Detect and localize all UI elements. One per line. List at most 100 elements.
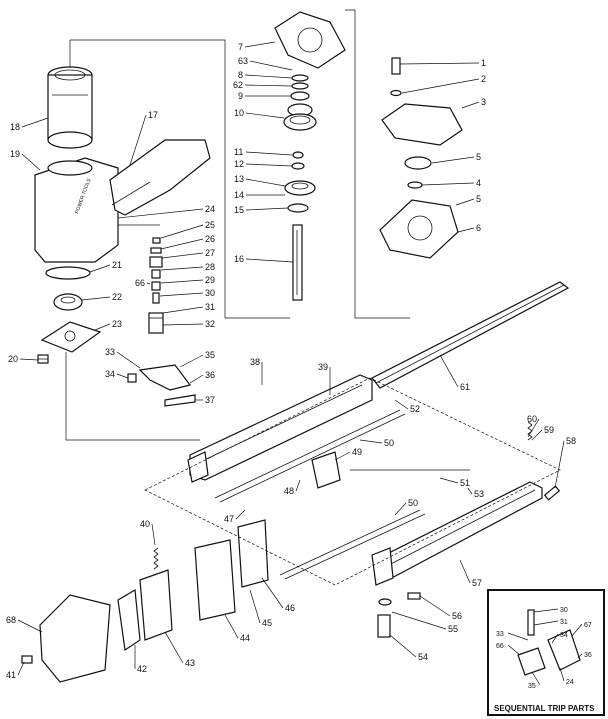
inset-callout-i24: 24 — [566, 679, 574, 686]
leader-p10 — [245, 112, 285, 119]
leader-p27 — [161, 252, 204, 259]
callout-p14: 14 — [234, 190, 244, 200]
leader-p20 — [19, 358, 39, 361]
leader-p34 — [116, 373, 129, 379]
leader-p36 — [189, 374, 204, 384]
pin-parts-54-56 — [377, 592, 421, 638]
callout-p26: 26 — [205, 234, 215, 244]
callout-p8: 8 — [238, 70, 243, 80]
leader-p28 — [160, 266, 204, 271]
leader-p12 — [245, 163, 293, 167]
leader-p50b — [394, 502, 407, 516]
callout-p1: 1 — [481, 58, 486, 68]
leader-p31 — [162, 306, 204, 314]
leader-p47 — [235, 509, 246, 520]
leader-p40 — [151, 523, 156, 546]
inset-leader-i33 — [507, 632, 529, 641]
leader-p51 — [439, 477, 459, 484]
callout-p33: 33 — [105, 347, 115, 357]
callout-p25: 25 — [205, 220, 215, 230]
leader-p5a — [431, 156, 475, 164]
callout-p6: 6 — [476, 223, 481, 233]
leader-p7 — [244, 41, 276, 48]
callout-p63: 63 — [238, 56, 248, 66]
inset-callout-i67: 67 — [584, 622, 592, 629]
leader-p61 — [439, 354, 459, 388]
leader-p52 — [394, 399, 409, 410]
callout-p20: 20 — [8, 354, 18, 364]
callout-p16: 16 — [234, 254, 244, 264]
callout-p58: 58 — [566, 436, 576, 446]
callout-p50b: 50 — [408, 498, 418, 508]
callout-p28: 28 — [205, 262, 215, 272]
group-line-cylinder — [70, 39, 290, 319]
magazine-body-39 — [187, 374, 373, 483]
leader-p53 — [467, 487, 473, 495]
leader-p41 — [17, 661, 25, 676]
leader-p63 — [249, 60, 293, 71]
leader-p16 — [245, 258, 294, 263]
leader-p24 — [117, 208, 204, 219]
callout-p50a: 50 — [384, 438, 394, 448]
inset-callout-i35: 35 — [528, 683, 536, 690]
leader-p62 — [244, 84, 293, 87]
inset-leader-i36 — [577, 653, 583, 659]
callout-p49: 49 — [352, 447, 362, 457]
inset-leader-i35 — [531, 671, 541, 686]
trip-valve-stack — [148, 237, 164, 334]
callout-p60: 60 — [527, 414, 537, 424]
callout-p38: 38 — [250, 357, 260, 367]
callout-p53: 53 — [474, 489, 484, 499]
slide-part-49 — [311, 451, 341, 489]
group-line-base — [65, 352, 200, 441]
callout-labels: 1235456763862910111213141516181719242526… — [6, 42, 576, 680]
inset-callout-i30: 30 — [560, 607, 568, 614]
callout-p52: 52 — [410, 404, 420, 414]
callout-p3: 3 — [481, 97, 486, 107]
callout-p27: 27 — [205, 248, 215, 258]
callout-p2: 2 — [481, 74, 486, 84]
callout-p32: 32 — [205, 319, 215, 329]
callout-p24: 24 — [205, 204, 215, 214]
callout-p5a: 5 — [476, 152, 481, 162]
callout-p61: 61 — [460, 382, 470, 392]
callout-p51: 51 — [460, 478, 470, 488]
leader-p60 — [527, 418, 540, 438]
leader-p54 — [389, 634, 417, 658]
callout-p15: 15 — [234, 205, 244, 215]
inset-leader-i34 — [551, 633, 559, 644]
callout-p62: 62 — [233, 80, 243, 90]
callout-p54: 54 — [418, 652, 428, 662]
callout-p23: 23 — [112, 319, 122, 329]
leader-p58 — [554, 440, 565, 489]
callout-p56: 56 — [452, 611, 462, 621]
inset-callout-i66: 66 — [496, 643, 504, 650]
leader-p6 — [457, 227, 475, 233]
callout-p37: 37 — [205, 395, 215, 405]
callout-p40: 40 — [140, 519, 150, 529]
leader-p68 — [17, 619, 43, 633]
inset-leader-i66 — [507, 644, 521, 656]
cylinder-sleeve-part — [47, 66, 93, 149]
leader-p8 — [244, 74, 293, 79]
callout-p68: 68 — [6, 615, 16, 625]
leader-p32 — [162, 323, 204, 326]
leader-p45 — [249, 589, 261, 624]
leader-p46 — [261, 577, 284, 609]
group-line-cap — [345, 9, 410, 319]
inset-leader-i67 — [571, 623, 583, 637]
leader-p19 — [21, 153, 41, 171]
leader-p35 — [179, 354, 204, 368]
leader-lines — [17, 41, 565, 676]
callout-p41: 41 — [6, 670, 16, 680]
leader-p11 — [245, 151, 293, 156]
leader-p18 — [21, 117, 49, 128]
callout-p7: 7 — [238, 42, 243, 52]
inset-callout-i36: 36 — [584, 652, 592, 659]
callout-p39: 39 — [318, 362, 328, 372]
callout-p4: 4 — [476, 178, 481, 188]
lower-track-57 — [371, 481, 543, 586]
leader-p57 — [459, 559, 471, 584]
